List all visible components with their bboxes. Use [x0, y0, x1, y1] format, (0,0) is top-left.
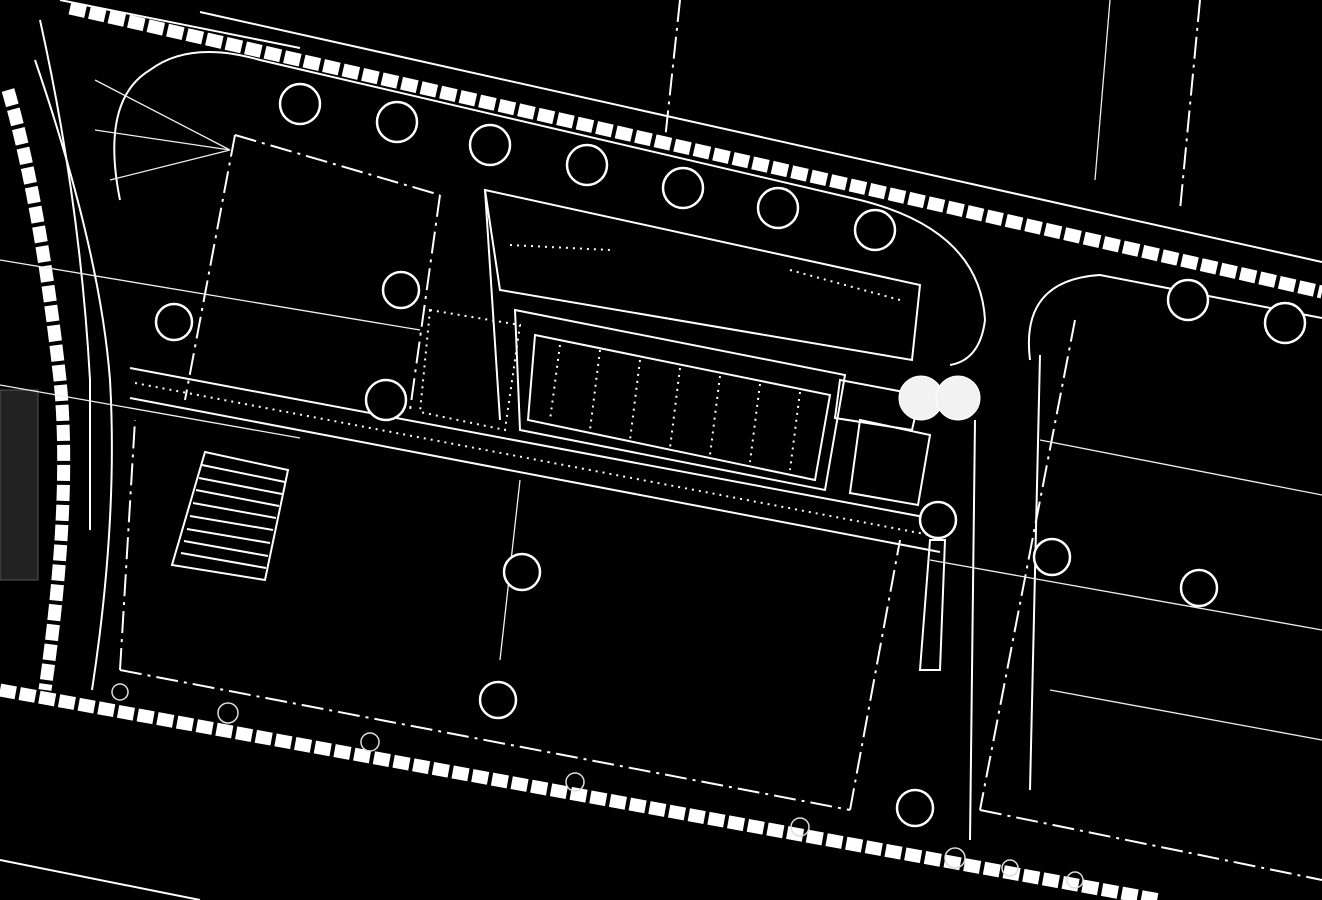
- curb-east-street-line: [1029, 354, 1041, 791]
- ramp: [918, 539, 947, 671]
- tree: [756, 186, 800, 230]
- trees: [154, 82, 1307, 828]
- hatched-area-west: [0, 389, 39, 581]
- tree-highlighted: [935, 375, 981, 421]
- curb-northwest: [113, 51, 987, 366]
- tree: [502, 552, 542, 592]
- tree: [278, 82, 322, 126]
- tree: [478, 680, 518, 720]
- tree: [1032, 537, 1072, 577]
- tree: [154, 302, 194, 342]
- pedestrian-path: [129, 367, 941, 553]
- tree: [468, 123, 512, 167]
- tree: [918, 500, 958, 540]
- tree: [1166, 278, 1210, 322]
- lot-boundaries: [0, 0, 1322, 881]
- tree: [565, 143, 609, 187]
- tree: [1263, 301, 1307, 345]
- parking-stalls: [170, 450, 290, 582]
- tree: [381, 270, 421, 310]
- tree: [375, 100, 419, 144]
- tree: [1179, 568, 1219, 608]
- road-north: [59, 0, 1322, 299]
- tree: [853, 208, 897, 252]
- road-south: [0, 683, 1162, 900]
- tree: [895, 788, 935, 828]
- tree: [661, 166, 705, 210]
- curb-east-street-inner: [969, 419, 976, 841]
- building: [418, 188, 932, 507]
- road-west: [1, 19, 113, 691]
- tree: [364, 378, 408, 422]
- curb-east-street: [1027, 273, 1322, 361]
- hedge-shrubs: [111, 683, 1084, 889]
